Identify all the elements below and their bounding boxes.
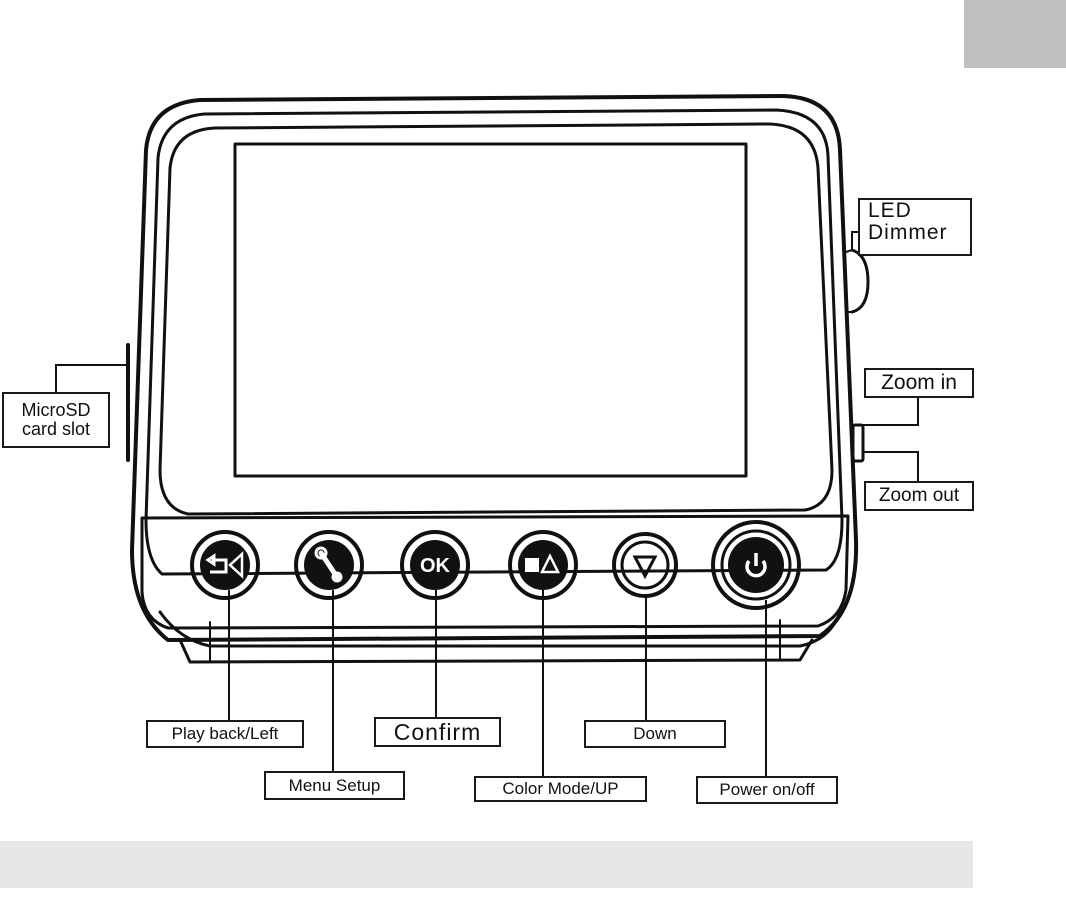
callout-led-dimmer-line1: LED — [868, 199, 912, 222]
base-edge — [158, 610, 842, 648]
callout-microsd-line2: card slot — [21, 419, 91, 439]
callout-play-back-left-text: Play back/Left — [171, 724, 279, 743]
screen-bezel — [158, 122, 834, 516]
svg-text:OK: OK — [420, 555, 451, 577]
front-buttons: OK — [190, 520, 801, 610]
callout-zoom-out-text: Zoom out — [878, 485, 960, 506]
callout-confirm: Confirm — [374, 717, 501, 747]
page-tab — [964, 0, 1066, 68]
callout-zoom-in-text: Zoom in — [881, 371, 957, 394]
callout-led-dimmer-line2: Dimmer — [868, 221, 948, 245]
device-body-inner-outline — [144, 108, 844, 576]
zoom-rocker — [851, 423, 865, 463]
callout-menu-setup-text: Menu Setup — [288, 775, 381, 795]
footer-bar — [0, 841, 973, 888]
callout-confirm-text: Confirm — [393, 718, 482, 745]
wrench-icon — [294, 530, 364, 600]
power-icon — [711, 520, 801, 610]
callout-microsd-line1: MicroSD — [21, 400, 91, 421]
callout-zoom-in: Zoom in — [864, 368, 974, 398]
base-edge-lower — [178, 638, 814, 664]
ok-icon: OK — [400, 530, 470, 600]
callout-power-text: Power on/off — [719, 780, 815, 799]
button-strip — [140, 514, 850, 630]
callout-menu-setup: Menu Setup — [264, 771, 405, 800]
callout-color-mode-up: Color Mode/UP — [474, 776, 647, 802]
dimmer-knob — [850, 248, 870, 314]
leader-lines — [55, 231, 919, 778]
callout-microsd-slot: MicroSD card slot — [2, 392, 110, 448]
device-body-outline — [130, 94, 859, 642]
callout-play-back-left: Play back/Left — [146, 720, 304, 748]
callout-color-mode-up-text: Color Mode/UP — [502, 779, 619, 798]
playback-left-icon — [190, 530, 260, 600]
callout-led-dimmer: LED Dimmer — [858, 198, 972, 256]
lcd-screen — [233, 142, 748, 478]
callout-down-text: Down — [633, 724, 677, 743]
color-mode-up-icon — [508, 530, 578, 600]
callout-zoom-out: Zoom out — [864, 481, 974, 511]
callout-down: Down — [584, 720, 726, 748]
down-triangle-icon — [612, 532, 678, 598]
callout-power: Power on/off — [696, 776, 838, 804]
